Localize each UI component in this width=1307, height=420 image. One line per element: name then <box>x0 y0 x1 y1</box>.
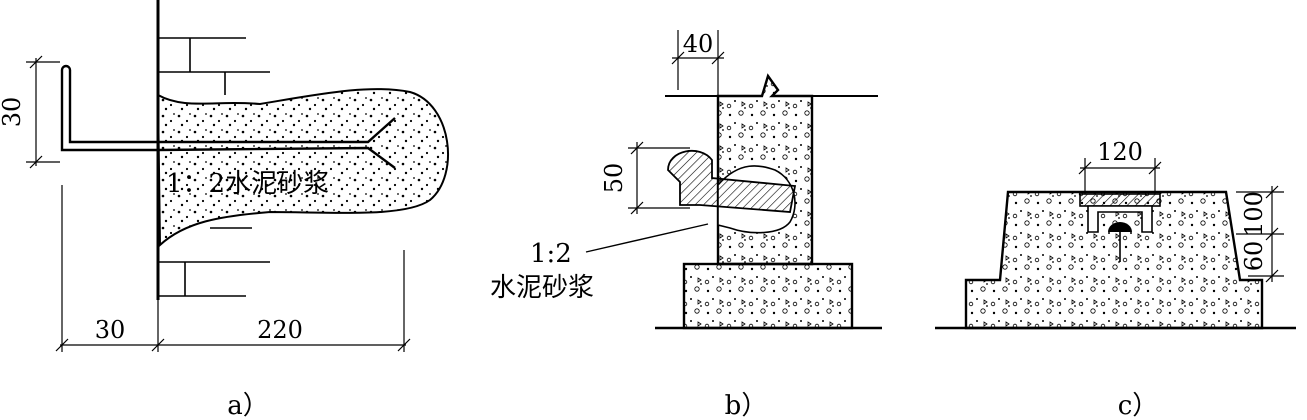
caption-b: b） <box>725 391 768 420</box>
material-label-b-2: 水泥砂浆 <box>490 273 594 303</box>
dim-left-label: 30 <box>95 316 126 344</box>
dim-top-b <box>671 30 725 96</box>
caption-a: a） <box>227 391 269 420</box>
material-label-b-1: 1:2 <box>530 239 572 269</box>
panel-c: 120 100 60 c） <box>935 138 1296 420</box>
dim-side-b-label: 50 <box>600 163 628 194</box>
panel-b: 40 50 1:2 水泥砂浆 b） <box>490 30 882 420</box>
footing-b <box>682 262 854 330</box>
leader-line-b <box>585 223 709 253</box>
dim-right-label: 220 <box>257 316 303 344</box>
bearing-plate-c <box>1079 193 1161 207</box>
dim-hook-height-label: 30 <box>0 97 26 128</box>
caption-c: c） <box>1118 391 1159 420</box>
dim-100-label: 100 <box>1240 191 1268 237</box>
dim-side-b <box>628 141 690 215</box>
anchor-bolt-head <box>1108 222 1132 232</box>
panel-a: 30 30 220 1：2水泥砂浆 a） <box>0 0 449 420</box>
dim-top-b-label: 40 <box>683 30 714 58</box>
anchor-recess-c <box>1087 205 1153 233</box>
dim-bottom-a <box>55 185 411 352</box>
mortar-fill <box>156 88 449 248</box>
dim-vertical-c <box>1236 185 1284 283</box>
dim-width-c-label: 120 <box>1097 138 1143 166</box>
hook-anchor <box>60 70 396 169</box>
dim-width-c <box>1078 158 1162 194</box>
dim-60-label: 60 <box>1240 241 1268 272</box>
anchor-piece-b <box>667 150 797 213</box>
footing-c <box>964 190 1264 330</box>
dim-hook-height <box>26 55 60 169</box>
material-label-a: 1：2水泥砂浆 <box>166 169 329 199</box>
